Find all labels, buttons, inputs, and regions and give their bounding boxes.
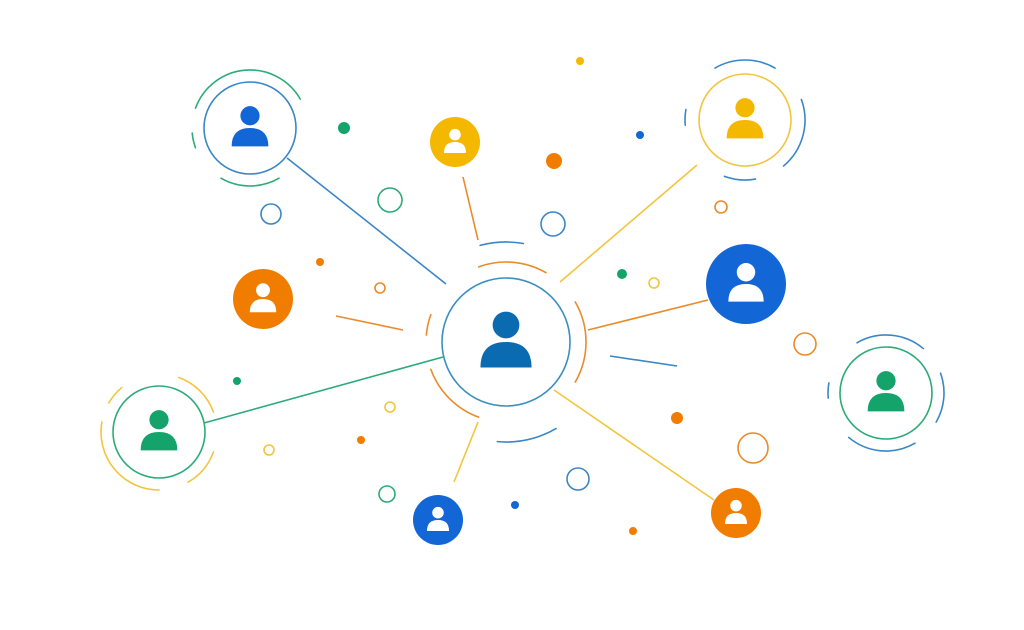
user-icon-head xyxy=(149,410,169,430)
connector-line xyxy=(453,421,479,483)
connector-line xyxy=(462,176,479,241)
user-icon-body xyxy=(443,142,467,154)
decorative-arc xyxy=(847,436,916,452)
user-icon-head xyxy=(449,128,461,141)
user-icon-head xyxy=(256,283,270,298)
decorative-arc xyxy=(477,261,547,274)
decorative-ring xyxy=(378,485,396,503)
user-icon-body xyxy=(480,342,532,368)
user-icon-head xyxy=(240,106,260,126)
decorative-arc xyxy=(107,386,123,404)
decorative-dot xyxy=(671,412,683,424)
decorative-dot xyxy=(629,527,637,535)
decorative-arc xyxy=(935,372,945,423)
connector-line xyxy=(609,355,678,367)
connector-line xyxy=(286,157,447,285)
decorative-dot xyxy=(576,57,584,65)
decorative-ring xyxy=(374,282,386,294)
decorative-arc xyxy=(187,451,215,484)
decorative-arc xyxy=(479,241,525,247)
decorative-dot xyxy=(511,501,519,509)
decorative-ring xyxy=(793,332,817,356)
decorative-ring xyxy=(648,277,660,289)
connector-line xyxy=(587,299,709,331)
decorative-arc xyxy=(220,177,280,187)
user-icon-body xyxy=(426,520,450,532)
decorative-arc xyxy=(430,368,480,418)
user-icon-head xyxy=(736,263,756,282)
decorative-arc xyxy=(714,59,776,69)
decorative-arc xyxy=(100,421,160,491)
user-icon-body xyxy=(724,513,748,525)
decorative-ring xyxy=(566,467,590,491)
user-icon-body xyxy=(231,128,269,147)
connector-line xyxy=(553,389,715,501)
decorative-arc xyxy=(194,69,302,109)
decorative-arc xyxy=(574,301,587,383)
decorative-arc xyxy=(723,175,757,181)
user-icon-body xyxy=(140,432,178,451)
user-icon-body xyxy=(867,393,905,412)
connector-line xyxy=(559,164,698,283)
connector-line xyxy=(203,356,444,424)
user-icon-head xyxy=(492,311,520,339)
decorative-dot xyxy=(546,153,562,169)
user-icon-head xyxy=(432,506,444,519)
user-icon-head xyxy=(730,499,742,512)
user-icon-body xyxy=(249,299,277,313)
user-icon-head xyxy=(735,98,755,118)
connector-line xyxy=(335,315,404,331)
user-icon-body xyxy=(726,120,764,139)
decorative-arc xyxy=(856,334,925,350)
user-icon-body xyxy=(728,284,764,302)
decorative-arc xyxy=(425,313,432,336)
decorative-dot xyxy=(233,377,241,385)
decorative-dot xyxy=(357,436,365,444)
decorative-ring xyxy=(737,432,769,464)
decorative-arc xyxy=(684,108,687,127)
decorative-ring xyxy=(263,444,275,456)
user-icon-head xyxy=(876,371,896,391)
decorative-ring xyxy=(714,200,728,214)
decorative-ring xyxy=(377,187,403,213)
decorative-dot xyxy=(636,131,644,139)
decorative-dot xyxy=(316,258,324,266)
decorative-ring xyxy=(260,203,282,225)
decorative-arc xyxy=(178,376,215,413)
decorative-ring xyxy=(384,401,396,413)
decorative-arc xyxy=(191,132,197,149)
decorative-ring xyxy=(540,211,566,237)
decorative-arc xyxy=(827,382,830,399)
decorative-dot xyxy=(338,122,350,134)
decorative-arc xyxy=(496,427,557,443)
decorative-dot xyxy=(617,269,627,279)
decorative-arc xyxy=(782,98,806,167)
